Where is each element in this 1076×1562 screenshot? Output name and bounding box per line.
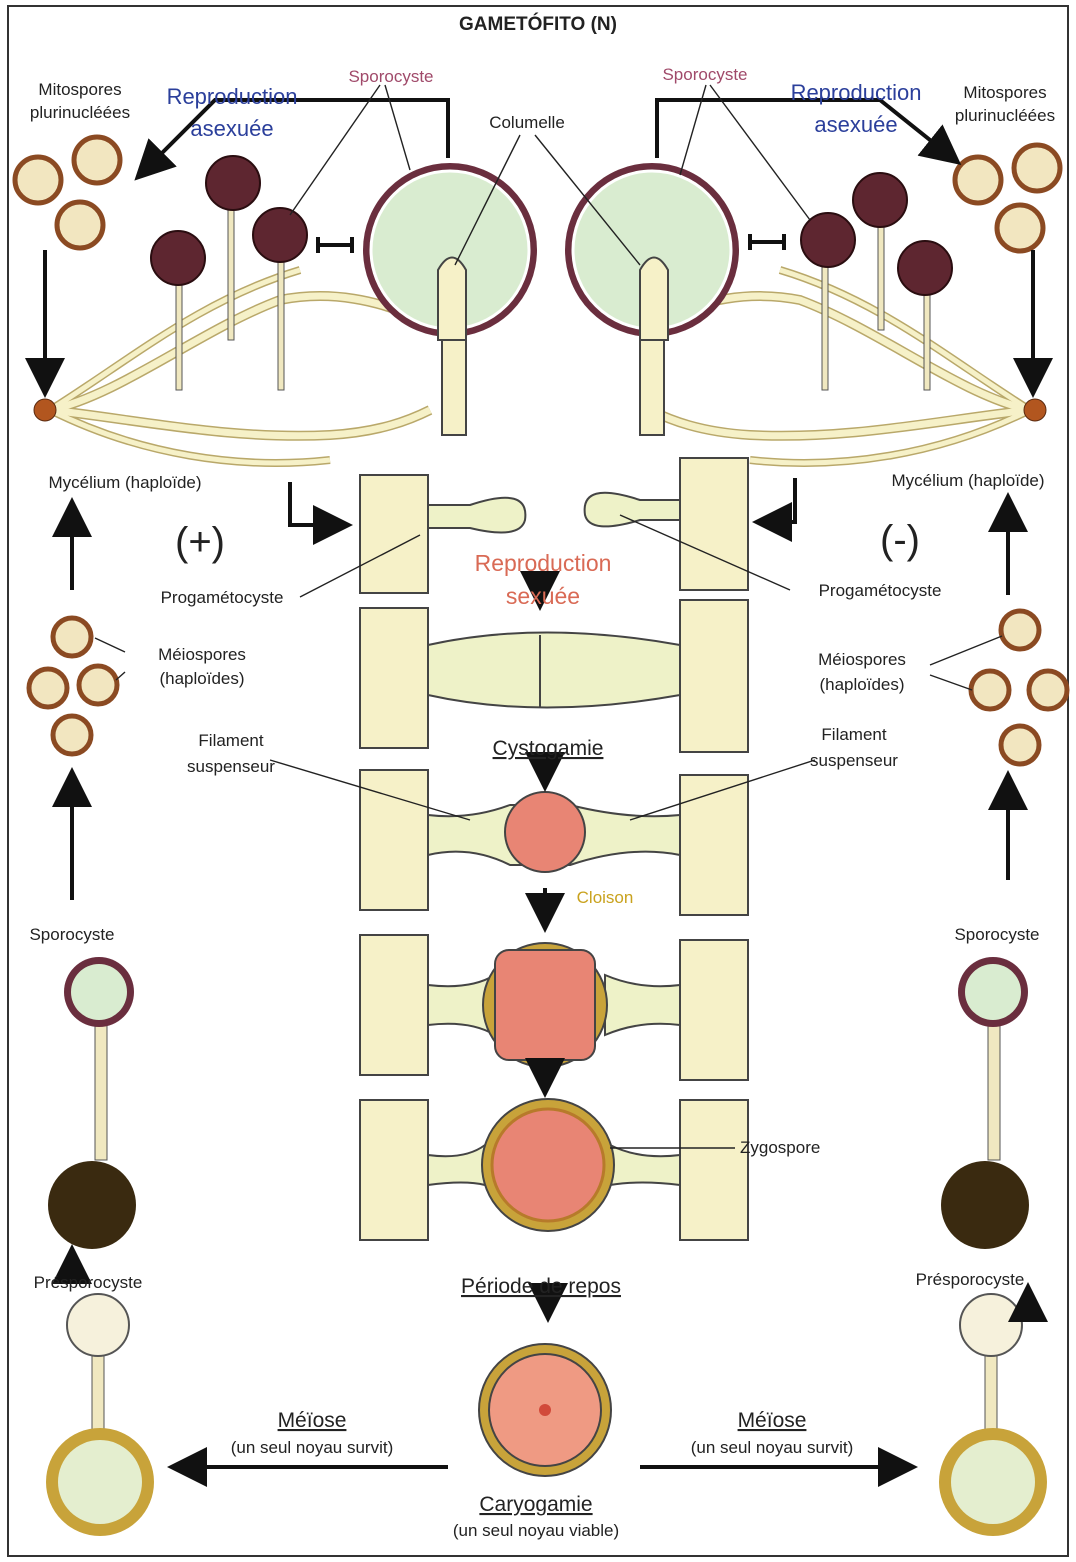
title: GAMETÓFITO (N) <box>459 13 617 35</box>
label-meiospores-right-1: Méiospores <box>818 650 906 669</box>
label-reproduction-asexuee-right-1: Reproduction <box>791 80 922 105</box>
right-side-stages <box>939 611 1067 1536</box>
label-reproduction-sexuee-1: Reproduction <box>475 550 612 576</box>
label-plus-strain: (+) <box>175 520 225 564</box>
enlarge-marker-right <box>750 234 784 250</box>
arrow-to-progametocyst-right <box>760 478 795 522</box>
label-filament-left-1: Filament <box>198 731 263 750</box>
label-sporocyste-top-right: Sporocyste <box>662 65 747 84</box>
label-meiose-left: Méïose <box>278 1409 347 1432</box>
label-sporocyste-left: Sporocyste <box>29 925 114 944</box>
label-sporocyste-right: Sporocyste <box>954 925 1039 944</box>
arrow-to-progametocyst-left <box>290 482 345 525</box>
label-periode-repos: Période de repos <box>461 1275 621 1298</box>
label-filament-right-1: Filament <box>821 725 886 744</box>
label-caryogamie-sub: (un seul noyau viable) <box>453 1521 619 1540</box>
label-mitospores-right-1: Mitospores <box>963 83 1046 102</box>
label-zygospore: Zygospore <box>740 1138 820 1157</box>
left-side-stages <box>29 618 154 1536</box>
sexual-reproduction-stages <box>360 458 748 1476</box>
label-progametocyste-left: Progamétocyste <box>161 588 284 607</box>
enlarge-marker-left <box>318 237 352 253</box>
sporangiophores-right <box>801 173 952 390</box>
label-progametocyste-right: Progamétocyste <box>819 581 942 600</box>
label-meiose-right: Méïose <box>738 1409 807 1432</box>
label-minus-strain: (-) <box>880 518 920 562</box>
label-mycelium-left: Mycélium (haploïde) <box>48 473 201 492</box>
label-cystogamie: Cystogamie <box>493 737 604 760</box>
label-cloison: Cloison <box>577 888 634 907</box>
label-reproduction-asexuee-left-2: asexuée <box>190 116 273 141</box>
label-mitospores-left-2: plurinucléées <box>30 103 130 122</box>
arrow-asexual-left <box>140 100 448 175</box>
sporangium-large-left <box>363 163 537 435</box>
label-reproduction-asexuee-right-2: asexuée <box>814 112 897 137</box>
label-columelle: Columelle <box>489 113 565 132</box>
mitospores-left <box>15 137 120 248</box>
label-meiospores-left-1: Méiospores <box>158 645 246 664</box>
label-sporocyste-top-left: Sporocyste <box>348 67 433 86</box>
label-reproduction-sexuee-2: sexuée <box>506 583 580 609</box>
label-meiospores-left-2: (haploïdes) <box>159 669 244 688</box>
label-presporocyste-left: Présporocyste <box>34 1273 143 1292</box>
label-meiospores-right-2: (haploïdes) <box>819 675 904 694</box>
label-meiose-right-sub: (un seul noyau survit) <box>691 1438 854 1457</box>
label-filament-right-2: suspenseur <box>810 751 898 770</box>
label-meiose-left-sub: (un seul noyau survit) <box>231 1438 394 1457</box>
label-mitospores-right-2: plurinucléées <box>955 106 1055 125</box>
label-filament-left-2: suspenseur <box>187 757 275 776</box>
mitospores-right <box>955 145 1060 251</box>
mycelium-left <box>50 270 430 463</box>
label-caryogamie: Caryogamie <box>479 1493 592 1516</box>
label-mitospores-left-1: Mitospores <box>38 80 121 99</box>
label-presporocyste-right: Présporocyste <box>916 1270 1025 1289</box>
label-reproduction-asexuee-left-1: Reproduction <box>167 84 298 109</box>
label-mycelium-right: Mycélium (haploïde) <box>891 471 1044 490</box>
germinating-spore-left <box>34 399 56 421</box>
arrow-asexual-right <box>657 100 955 160</box>
germinating-spore-right <box>1024 399 1046 421</box>
